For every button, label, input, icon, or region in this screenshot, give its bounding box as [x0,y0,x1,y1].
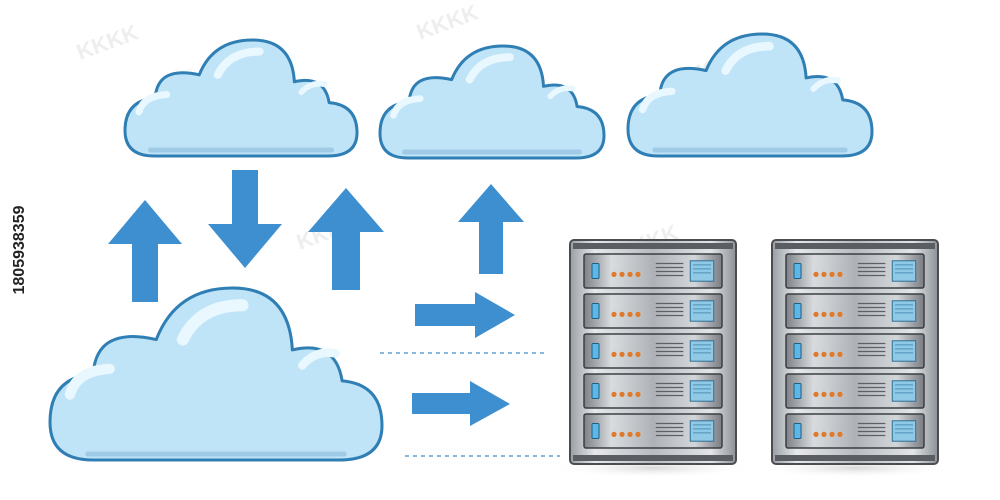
arrow-up-icon [308,188,384,290]
arrow-up-icon [108,200,182,302]
cloud-icon-top-left [123,38,359,158]
server-rack-icon-right [752,239,958,478]
watermark-id-text: 1805938359 [11,205,28,295]
arrow-right-icon [415,292,515,338]
cloud-icon-top-middle [378,44,606,160]
server-rack-icon-left [550,239,756,478]
svg-text:KKKK: KKKK [73,19,141,64]
arrow-up-icon [458,184,524,274]
svg-text:KKKK: KKKK [413,0,481,45]
cloud-icon-top-right [626,32,874,158]
arrow-down-icon [208,170,282,268]
cloud-icon-large [48,286,384,462]
arrow-right-icon [412,381,510,426]
